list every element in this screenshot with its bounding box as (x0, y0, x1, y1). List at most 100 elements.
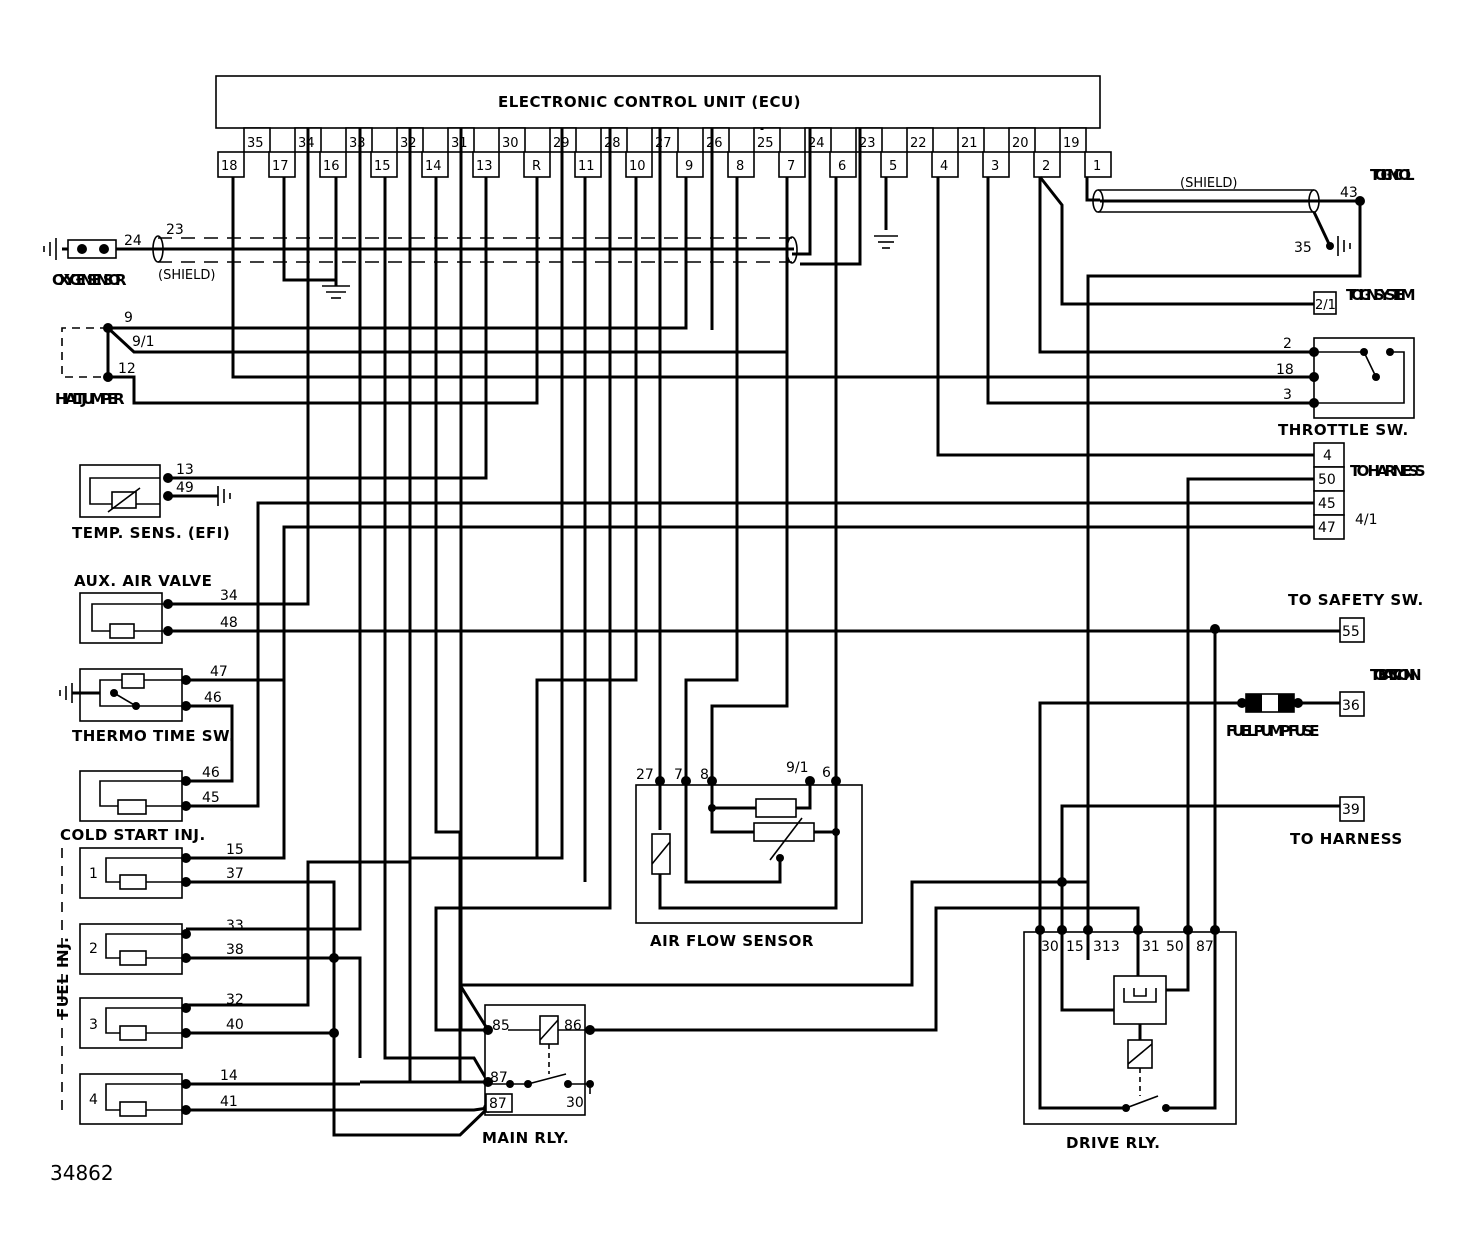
oxygen-sensor-label: OXYGEN SENSOR (52, 271, 127, 289)
harness-connector-top: 4 50 45 47 TO HARNESS 4/1 (1186, 442, 1426, 930)
ecu-bottom-pin-label: 11 (578, 159, 595, 174)
oxygen-shield: (SHIELD) (152, 235, 798, 283)
injector-number: 4 (89, 1092, 98, 1108)
wire-num-h-4-1: 4/1 (1355, 512, 1378, 528)
wire-num-55: 55 (1342, 624, 1360, 640)
ecu-bottom-pin-box (1084, 151, 1112, 178)
wire-num-inj2-33: 33 (226, 918, 244, 934)
ecu-bottom-pin-label: 4 (940, 159, 948, 174)
throttle-switch: 2 18 3 THROTTLE SW. (1276, 336, 1415, 439)
to-ign-system-label: TO IGN. SYSTEM (1346, 286, 1416, 304)
wire-num-mr-87a: 87 (490, 1070, 508, 1086)
ecu-top-pin-label: 23 (859, 136, 876, 151)
ecu-top-pin-box (1059, 127, 1087, 153)
wire-num-36: 36 (1342, 698, 1360, 714)
fuel-pump-fuse-label: FUEL PUMP FUSE (1226, 722, 1320, 740)
drive-relay: 30 15 313 31 50 87 DRIVE RLY. (1023, 925, 1237, 1152)
ecu-bottom-pin-box (1033, 151, 1061, 178)
temp-sensor: 13 49 TEMP. SENS. (EFI) (72, 462, 231, 542)
ecu-bottom-pin-label: R (532, 159, 541, 174)
safety-switch-connector: 55 TO SAFETY SW. (1288, 591, 1424, 643)
wire-num-mr-30: 30 (566, 1095, 584, 1111)
ecu-top-pin-label: 19 (1063, 136, 1080, 151)
ecu-top-pin-box (753, 127, 781, 153)
throttle-sw-label: THROTTLE SW. (1278, 421, 1409, 439)
wire-num-12: 12 (118, 361, 136, 377)
wire-num-h-47: 47 (1318, 520, 1336, 536)
wire-num-mr-86: 86 (564, 1018, 582, 1034)
ecu-top-pin-label: 34 (298, 136, 315, 151)
ecu-bottom-pin-label: 8 (736, 159, 744, 174)
wire-num-43: 43 (1340, 185, 1358, 201)
ecu-bottom-pin-box (574, 151, 602, 178)
ecu-top-pin-label: 33 (349, 136, 366, 151)
ecu-top-pin-box (498, 127, 526, 153)
wire-num-tt-46: 46 (204, 690, 222, 706)
ecu-top-pin-box (243, 127, 271, 153)
ecu-bottom-pin-label: 9 (685, 159, 693, 174)
wire-num-dr-87: 87 (1196, 939, 1214, 955)
wire-num-ign-system: 2/1 (1315, 298, 1336, 313)
to-harness-top-label: TO HARNESS (1350, 462, 1426, 480)
ecu-top-pin-label: 28 (604, 136, 621, 151)
wire-num-9-1: 9/1 (132, 334, 155, 350)
wire-num-dr-15: 15 (1066, 939, 1084, 955)
ecu-top-pin-label: 25 (757, 136, 774, 151)
cold-start-inj-label: COLD START INJ. (60, 826, 206, 844)
wire-45 (186, 501, 1314, 808)
ecu-bottom-pin-box (523, 151, 551, 178)
ecu-bottom-pin-box (625, 151, 653, 178)
wire-num-cs-46: 46 (202, 765, 220, 781)
ecu-bottom-pin-label: 6 (838, 159, 846, 174)
wire-num-dr-313: 313 (1093, 939, 1120, 955)
to-batt-conn-label: TO BATT. & CONN (1370, 666, 1422, 684)
ecu-top-pin-label: 35 (247, 136, 264, 151)
ecu-title: ELECTRONIC CONTROL UNIT (ECU) (498, 93, 801, 111)
air-flow-sensor-label: AIR FLOW SENSOR (650, 932, 814, 950)
fuel-pump-fuse: 36 FUEL PUMP FUSE TO BATT. & CONN (1038, 666, 1422, 930)
temp-sens-label: TEMP. SENS. (EFI) (72, 524, 230, 542)
ecu-top-pin-label: 24 (808, 136, 825, 151)
ecu-top-pin-label: 27 (655, 136, 672, 151)
ecu-bottom-pin-box (217, 151, 245, 178)
ecu-bottom-pin-label: 15 (374, 159, 391, 174)
fuel-injector-1: 1 15 37 (79, 527, 490, 1137)
air-flow-sensor: 27 7 8 9/1 6 AIR FLOW SENSOR (635, 760, 863, 950)
wire-num-cs-45: 45 (202, 790, 220, 806)
wire-num-inj1-37: 37 (226, 866, 244, 882)
ecu-bottom-pin-label: 14 (425, 159, 442, 174)
wire-num-afs-8: 8 (700, 767, 709, 783)
aux-air-valve-label: AUX. AIR VALVE (74, 572, 212, 590)
ecu-bottom-pin-label: 17 (272, 159, 289, 174)
wire-num-afs-7: 7 (674, 767, 683, 783)
figure-number: 34862 (50, 1161, 114, 1185)
main-rly-label: MAIN RLY. (482, 1129, 569, 1147)
wire-num-thr-2: 2 (1283, 336, 1292, 352)
wire-num-dr-31: 31 (1142, 939, 1160, 955)
ecu-bottom-pin-box (931, 151, 959, 178)
ecu-bottom-pin-box (268, 151, 296, 178)
ecu-top-pin-box (957, 127, 985, 153)
ecu-bottom-pin-label: 7 (787, 159, 795, 174)
ecu-top-pin-label: 20 (1012, 136, 1029, 151)
ecu-top-pin-label: 32 (400, 136, 417, 151)
ecu-bottom-pin-box (319, 151, 347, 178)
ign-system-connector: 2/1 TO IGN. SYSTEM (1313, 286, 1416, 315)
wire-47 (186, 525, 1314, 682)
shield-left-label: (SHIELD) (158, 268, 215, 283)
fuel-injector-4: 4 14 41 (79, 1068, 489, 1125)
ecu-top-pin-label: 31 (451, 136, 468, 151)
to-safety-sw-label: TO SAFETY SW. (1288, 591, 1424, 609)
ecu-top-pin-label: 21 (961, 136, 978, 151)
wire-num-tt-47: 47 (210, 664, 228, 680)
ecu-bottom-pin-label: 1 (1093, 159, 1101, 174)
wire-num-h-50: 50 (1318, 472, 1336, 488)
wire-num-h-4: 4 (1323, 448, 1332, 464)
ecu-bottom-pin-label: 3 (991, 159, 999, 174)
main-relay: 85 86 87 87 30 MAIN RLY. (458, 877, 1140, 1147)
wire-num-dr-30: 30 (1041, 939, 1059, 955)
ecu-bottom-pin-box (676, 151, 704, 178)
